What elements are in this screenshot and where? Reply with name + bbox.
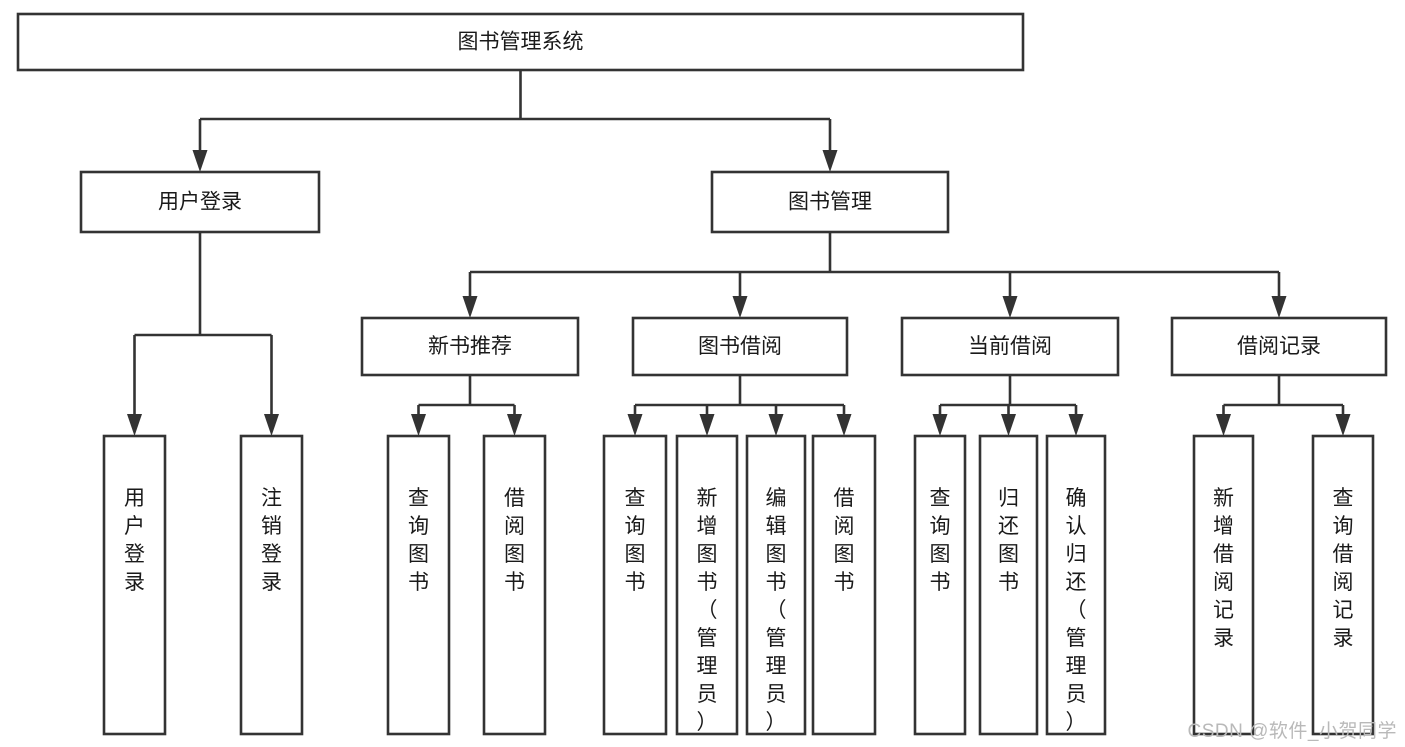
node-label: 借阅图书 bbox=[834, 487, 855, 594]
node-label: 用户登录 bbox=[124, 487, 145, 594]
connector-group-book-borrow bbox=[627, 375, 852, 436]
node-label: 图书管理系统 bbox=[458, 31, 584, 54]
node-leaf-logout-login[interactable]: 注销登录 bbox=[239, 434, 304, 736]
node-box[interactable] bbox=[811, 434, 877, 736]
arrow-head-icon bbox=[264, 414, 279, 436]
node-book-manage[interactable]: 图书管理 bbox=[710, 170, 950, 234]
node-box[interactable] bbox=[386, 434, 451, 736]
node-label: 归还图书 bbox=[998, 487, 1019, 594]
node-box[interactable] bbox=[360, 316, 580, 377]
node-box[interactable] bbox=[900, 316, 1120, 377]
arrow-head-icon bbox=[1335, 414, 1351, 436]
arrow-head-icon bbox=[1216, 414, 1231, 436]
connector-group-new-book-recommend bbox=[411, 375, 522, 436]
node-leaf-user-login[interactable]: 用户登录 bbox=[102, 434, 167, 736]
node-box[interactable] bbox=[16, 12, 1025, 72]
node-leaf-query-record[interactable]: 查询借阅记录 bbox=[1311, 434, 1375, 736]
nodes-layer: 图书管理系统用户登录图书管理新书推荐图书借阅当前借阅借阅记录用户登录注销登录查询… bbox=[16, 12, 1388, 736]
node-label: 借阅图书 bbox=[504, 487, 525, 594]
node-label: 新增图书（管理员） bbox=[697, 487, 718, 734]
node-label: 编辑图书（管理员） bbox=[766, 487, 787, 734]
node-label: 新书推荐 bbox=[428, 335, 512, 358]
node-leaf-add-record[interactable]: 新增借阅记录 bbox=[1192, 434, 1255, 736]
node-label: 查询图书 bbox=[408, 487, 429, 594]
node-borrow-record[interactable]: 借阅记录 bbox=[1170, 316, 1388, 377]
node-root[interactable]: 图书管理系统 bbox=[16, 12, 1025, 72]
arrow-head-icon bbox=[127, 414, 142, 436]
node-label: 新增借阅记录 bbox=[1213, 487, 1234, 650]
arrow-head-icon bbox=[507, 414, 522, 436]
node-current-borrow[interactable]: 当前借阅 bbox=[900, 316, 1120, 377]
arrow-head-icon bbox=[932, 414, 948, 436]
node-label: 查询借阅记录 bbox=[1333, 487, 1354, 650]
node-box[interactable] bbox=[913, 434, 967, 736]
node-leaf-query-book-1[interactable]: 查询图书 bbox=[386, 434, 451, 736]
connector-group-current-borrow bbox=[932, 375, 1084, 436]
node-label: 查询图书 bbox=[625, 487, 646, 594]
node-leaf-query-book-2[interactable]: 查询图书 bbox=[602, 434, 668, 736]
arrow-head-icon bbox=[1001, 414, 1016, 436]
node-leaf-add-book[interactable]: 新增图书（管理员） bbox=[675, 434, 739, 736]
node-new-book-recommend[interactable]: 新书推荐 bbox=[360, 316, 580, 377]
arrow-head-icon bbox=[1002, 296, 1018, 318]
node-leaf-confirm-return[interactable]: 确认归还（管理员） bbox=[1045, 434, 1107, 736]
arrow-head-icon bbox=[192, 150, 208, 172]
node-box[interactable] bbox=[239, 434, 304, 736]
node-label: 确认归还（管理员） bbox=[1066, 487, 1087, 734]
node-box[interactable] bbox=[675, 434, 739, 736]
node-label: 图书管理 bbox=[788, 191, 872, 214]
arrow-head-icon bbox=[1271, 296, 1287, 318]
node-box[interactable] bbox=[710, 170, 950, 234]
node-leaf-borrow-book-1[interactable]: 借阅图书 bbox=[482, 434, 547, 736]
connector-group-user-login bbox=[127, 232, 279, 436]
node-box[interactable] bbox=[745, 434, 807, 736]
node-box[interactable] bbox=[978, 434, 1039, 736]
node-box[interactable] bbox=[1311, 434, 1375, 736]
connector-group-borrow-record bbox=[1216, 375, 1351, 436]
node-box[interactable] bbox=[102, 434, 167, 736]
node-user-login[interactable]: 用户登录 bbox=[79, 170, 321, 234]
node-label: 查询图书 bbox=[930, 487, 951, 594]
node-label: 注销登录 bbox=[261, 487, 282, 594]
node-leaf-edit-book[interactable]: 编辑图书（管理员） bbox=[745, 434, 807, 736]
connector-group-root bbox=[192, 70, 838, 172]
node-label: 用户登录 bbox=[158, 191, 242, 214]
node-label: 图书借阅 bbox=[698, 335, 782, 358]
arrow-head-icon bbox=[1068, 414, 1084, 436]
node-box[interactable] bbox=[1192, 434, 1255, 736]
arrow-head-icon bbox=[699, 414, 715, 436]
node-box[interactable] bbox=[631, 316, 849, 377]
arrow-head-icon bbox=[822, 150, 838, 172]
node-label: 借阅记录 bbox=[1237, 335, 1321, 358]
node-box[interactable] bbox=[79, 170, 321, 234]
node-label: 当前借阅 bbox=[968, 335, 1052, 358]
node-box[interactable] bbox=[1170, 316, 1388, 377]
connectors-layer bbox=[127, 70, 1351, 436]
connector-group-book-manage bbox=[462, 232, 1287, 318]
node-book-borrow[interactable]: 图书借阅 bbox=[631, 316, 849, 377]
node-leaf-borrow-book-2[interactable]: 借阅图书 bbox=[811, 434, 877, 736]
node-leaf-return-book[interactable]: 归还图书 bbox=[978, 434, 1039, 736]
arrow-head-icon bbox=[836, 414, 852, 436]
node-box[interactable] bbox=[602, 434, 668, 736]
arrow-head-icon bbox=[768, 414, 784, 436]
arrow-head-icon bbox=[732, 296, 748, 318]
arrow-head-icon bbox=[411, 414, 426, 436]
node-box[interactable] bbox=[1045, 434, 1107, 736]
node-box[interactable] bbox=[482, 434, 547, 736]
node-leaf-query-book-3[interactable]: 查询图书 bbox=[913, 434, 967, 736]
arrow-head-icon bbox=[462, 296, 478, 318]
arrow-head-icon bbox=[627, 414, 643, 436]
